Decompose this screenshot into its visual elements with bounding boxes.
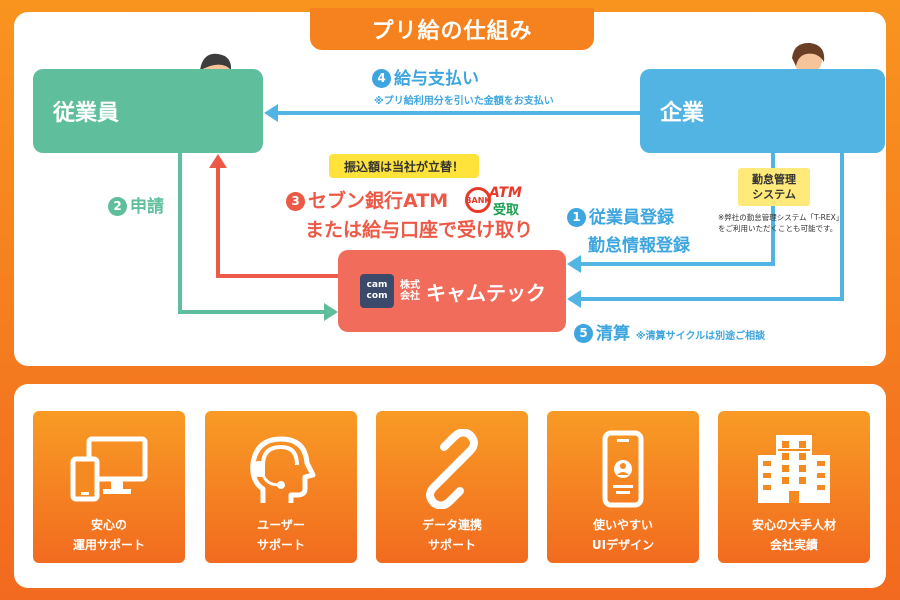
link-icon [426,429,478,509]
feature-line1: 安心の [90,518,127,532]
feature-line2: 運用サポート [72,538,145,552]
arrow-register [567,206,775,273]
feature-line2: UIデザイン [591,538,655,552]
feature-line1: 使いやすい [592,518,653,532]
feature-data-integration: データ連携 サポート [376,411,528,563]
step-number-1: 1 [567,207,586,227]
feature-corporate-track-record: 安心の大手人材 会社実績 [718,411,870,563]
feature-line2: サポート [427,538,476,552]
seven-bank-atm-logo: BANK ATM 受取 [465,185,522,218]
settlement-note: ※清算サイクルは別途ご相談 [635,331,766,342]
feature-line1: ユーザー [257,518,305,532]
attendance-system-note: ※弊社の勤怠管理システム「T-REX」をご利用いただくことも可能です。 [718,213,844,233]
salary-payment-note: ※プリ給利用分を引いた金額をお支払い [374,96,554,107]
smartphone-icon [602,430,644,508]
feature-line2: サポート [256,538,305,552]
arrow-apply [178,153,338,321]
company-node: 企業 [640,69,885,153]
arrow-salary-payment [264,104,640,122]
feature-user-support: ユーザー サポート [205,411,357,563]
feature-line2: 会社実績 [769,538,818,552]
company-type-label: 株式 会社 [400,280,420,302]
feature-line1: 安心の大手人材 [751,518,836,532]
arrow-receive [209,154,338,278]
step-registration-line2: 勤怠情報登録 [588,236,690,256]
building-icon [758,435,830,503]
step-number-4: 4 [372,68,391,88]
attendance-system-node: 勤怠管理 システム [738,168,810,206]
camtec-name: キャムテック [426,280,546,305]
arrow-settle [567,153,844,308]
step-number-5: 5 [574,323,593,343]
step-number-3: 3 [286,191,305,211]
step-number-2: 2 [108,196,127,216]
headset-icon [250,436,316,503]
feature-ui-design: 使いやすい UIデザイン [547,411,699,563]
step-atm-receive-line2: または給与口座で受け取り [305,219,534,241]
company-label: 企業 [660,101,705,126]
page-title: プリ給の仕組み [310,8,594,50]
camtec-node: cam com 株式 会社 キャムテック [338,250,566,332]
devices-icon [70,436,148,502]
camtec-logo: cam com [360,274,394,308]
employee-node: 従業員 [33,69,263,153]
advance-payment-tag: 振込額は当社が立替！ [329,154,479,178]
feature-operation-support: 安心の 運用サポート [33,411,185,563]
employee-label: 従業員 [53,101,120,126]
feature-line1: データ連携 [421,518,482,532]
